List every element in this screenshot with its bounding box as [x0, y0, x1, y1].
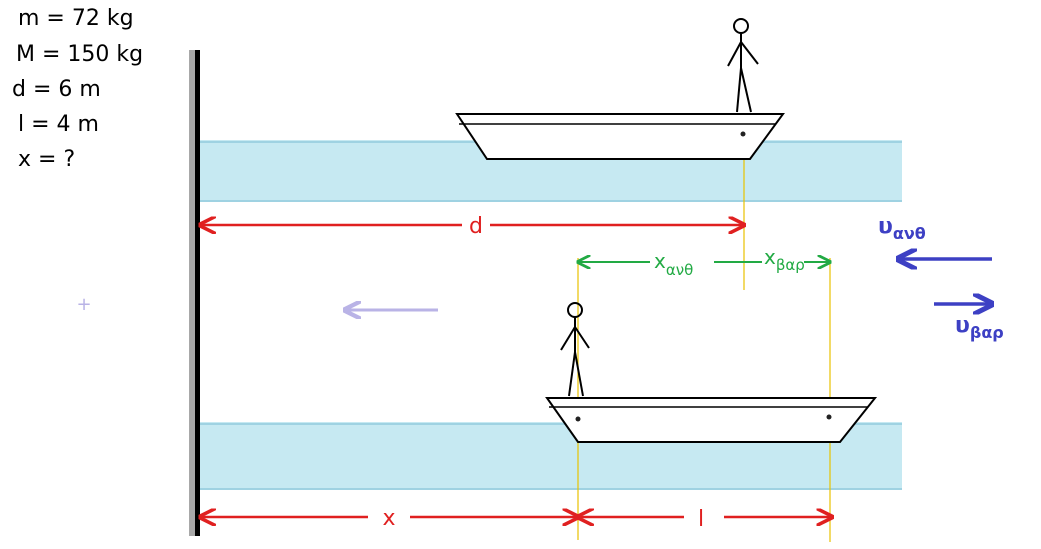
label-v-boat: υβαρ [955, 313, 1004, 342]
label-x: x [382, 506, 395, 531]
wall-shadow [189, 50, 197, 536]
wall [195, 50, 200, 536]
boat-bottom [545, 397, 878, 443]
label-x-person: xανθ [654, 249, 693, 279]
label-l: l [698, 507, 704, 532]
person-top [727, 18, 759, 113]
label-v-person: υανθ [878, 214, 926, 243]
given-big-m: M = 150 kg [16, 42, 144, 67]
boat-top-point [740, 131, 746, 137]
label-x-boat: xβαρ [764, 245, 805, 274]
given-d: d = 6 m [12, 77, 101, 102]
given-l: l = 4 m [18, 112, 99, 137]
boat-top [455, 113, 785, 160]
boat-bottom-point-right [826, 414, 832, 420]
given-m: m = 72 kg [18, 6, 134, 31]
person-bottom [560, 302, 590, 397]
boat-bottom-point-left [575, 416, 581, 422]
plus-mark: + [76, 294, 91, 315]
label-d: d [469, 214, 483, 239]
given-x: x = ? [18, 147, 76, 172]
